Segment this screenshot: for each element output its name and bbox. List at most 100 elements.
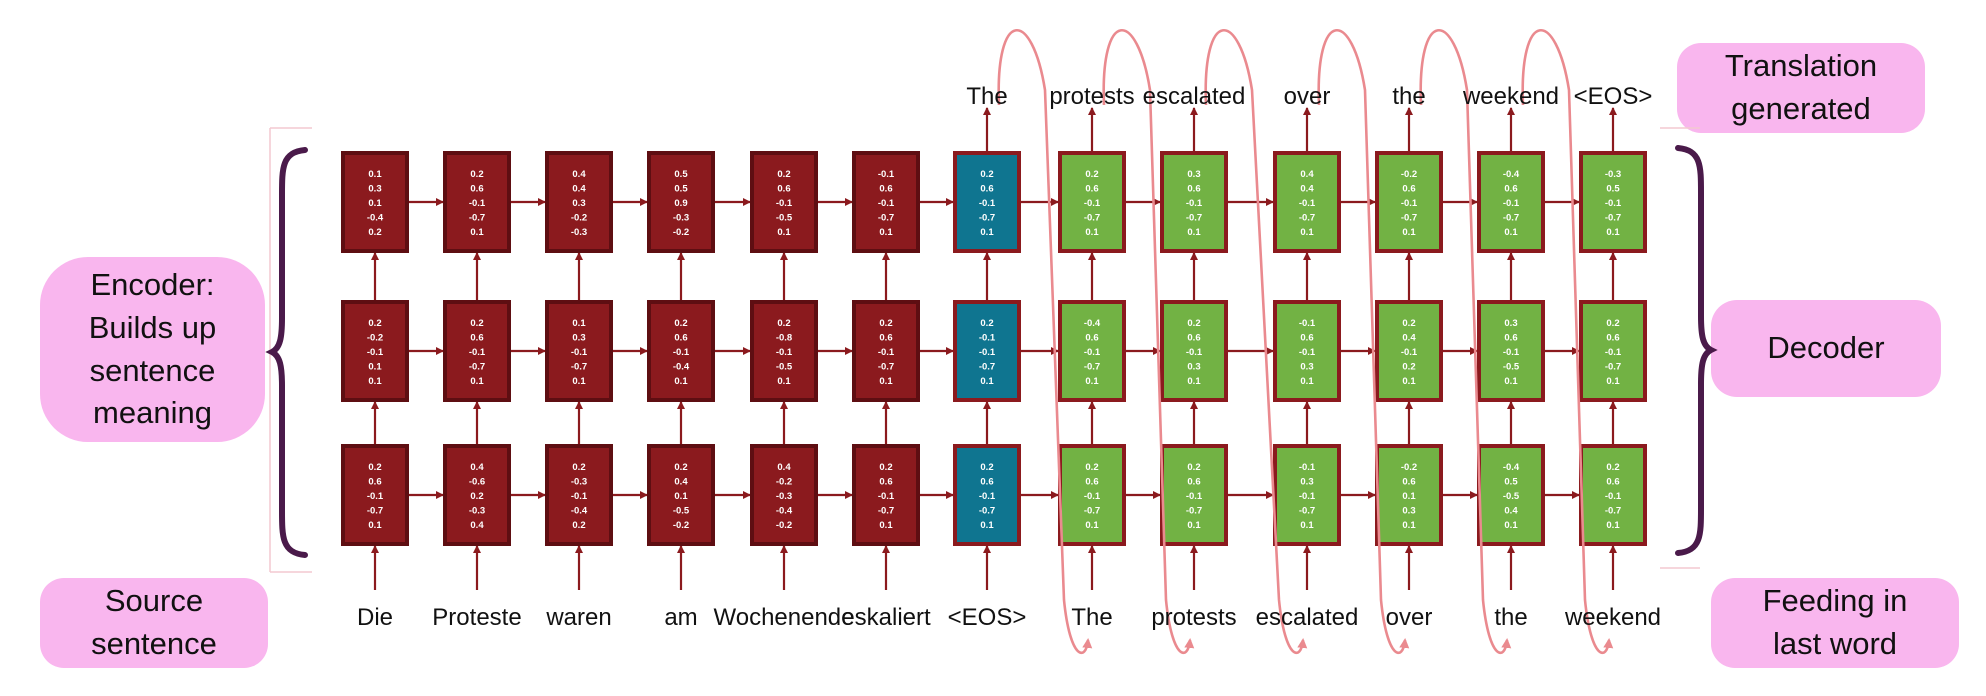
cell-value: 0.6 xyxy=(674,333,687,344)
encoder-cell: -0.10.6-0.1-0.70.1 xyxy=(852,151,920,253)
feedback-loops xyxy=(997,29,1614,655)
cell-value: 0.3 xyxy=(1300,477,1313,488)
output-word: the xyxy=(1392,83,1425,110)
cell-value: 0.1 xyxy=(879,227,893,238)
source-word: over xyxy=(1386,604,1433,631)
decoder-cell: -0.30.5-0.1-0.70.1 xyxy=(1579,151,1647,253)
cell-value: 0.6 xyxy=(1402,477,1415,488)
cell-value: 0.6 xyxy=(1606,333,1619,344)
cell-value: 0.2 xyxy=(980,318,993,329)
cell-box xyxy=(1477,300,1545,402)
cell-box xyxy=(1160,151,1228,253)
cell-value: -0.1 xyxy=(878,491,895,502)
cell-value: -0.1 xyxy=(1299,491,1316,502)
cell-box xyxy=(545,151,613,253)
cell-value: 0.5 xyxy=(674,169,688,180)
cell-box xyxy=(1273,300,1341,402)
cell-value: 0.1 xyxy=(1504,227,1518,238)
source-word: <EOS> xyxy=(948,604,1027,631)
cell-value: 0.2 xyxy=(1187,318,1200,329)
cell-value: -0.7 xyxy=(1503,213,1519,224)
cell-value: -0.7 xyxy=(469,213,485,224)
encoder-cell: 0.20.40.1-0.5-0.2 xyxy=(647,444,715,546)
cell-box xyxy=(341,151,409,253)
cell-value: 0.1 xyxy=(368,520,382,531)
cell-value: -0.7 xyxy=(571,362,587,373)
cell-value: -0.2 xyxy=(776,520,792,531)
cell-value: -0.6 xyxy=(469,477,485,488)
cell-value: -0.7 xyxy=(878,213,894,224)
cell-value: 0.1 xyxy=(1085,376,1099,387)
decoder-label: Decoder xyxy=(1711,300,1941,397)
cell-value: 0.5 xyxy=(1606,184,1620,195)
source-word: the xyxy=(1494,604,1527,631)
cell-value: 0.2 xyxy=(879,318,892,329)
cell-value: 0.1 xyxy=(1402,491,1416,502)
cell-value: -0.1 xyxy=(878,169,895,180)
encoder-cell: 0.20.6-0.1-0.50.1 xyxy=(750,151,818,253)
encoder-label: Encoder: Builds up sentence meaning xyxy=(40,257,265,442)
eos-cell: 0.2-0.1-0.1-0.70.1 xyxy=(953,300,1021,402)
cell-value: 0.6 xyxy=(470,333,483,344)
cell-value: 0.1 xyxy=(1402,520,1416,531)
source-word: escalated xyxy=(1256,604,1359,631)
cell-box xyxy=(545,300,613,402)
cell-value: -0.7 xyxy=(1605,362,1621,373)
cell-value: 0.1 xyxy=(572,318,586,329)
cell-value: -0.7 xyxy=(1084,213,1100,224)
cell-value: -0.1 xyxy=(1186,198,1203,209)
decoder-cell: -0.20.60.10.30.1 xyxy=(1375,444,1443,546)
cell-value: 0.2 xyxy=(1402,362,1415,373)
cell-value: -0.1 xyxy=(1084,491,1101,502)
eos-cell: 0.20.6-0.1-0.70.1 xyxy=(953,444,1021,546)
cell-box xyxy=(647,444,715,546)
decoder-cell: 0.20.6-0.1-0.70.1 xyxy=(1579,300,1647,402)
cell-value: 0.2 xyxy=(1606,318,1619,329)
cell-box xyxy=(1579,151,1647,253)
source-word: weekend xyxy=(1564,604,1661,631)
cell-value: 0.1 xyxy=(368,376,382,387)
cell-value: 0.1 xyxy=(1504,376,1518,387)
cell-value: 0.1 xyxy=(1300,227,1314,238)
cell-value: 0.1 xyxy=(1300,520,1314,531)
cell-value: -0.7 xyxy=(1605,213,1621,224)
cell-value: -0.1 xyxy=(776,198,793,209)
cell-value: -0.4 xyxy=(1503,462,1520,473)
cell-value: -0.1 xyxy=(469,198,486,209)
cell-value: 0.2 xyxy=(368,318,381,329)
cell-value: -0.1 xyxy=(1186,347,1203,358)
cell-value: 0.3 xyxy=(1504,318,1517,329)
cell-value: -0.7 xyxy=(878,362,894,373)
cell-value: -0.2 xyxy=(673,227,689,238)
source-word: am xyxy=(664,604,697,631)
cell-box xyxy=(443,151,511,253)
cell-value: -0.3 xyxy=(571,227,587,238)
output-word: over xyxy=(1284,83,1331,110)
encoder-brace xyxy=(265,147,308,558)
feedback-loop-arrow xyxy=(1102,29,1195,655)
source-word: protests xyxy=(1151,604,1236,631)
cell-value: 0.2 xyxy=(572,520,585,531)
decoder-cell: 0.20.4-0.10.20.1 xyxy=(1375,300,1443,402)
decoder-cell: -0.10.3-0.1-0.70.1 xyxy=(1273,444,1341,546)
cell-box xyxy=(1273,151,1341,253)
cell-value: 0.1 xyxy=(1187,520,1201,531)
cell-value: 0.2 xyxy=(470,169,483,180)
cell-value: -0.8 xyxy=(776,333,792,344)
cell-value: -0.1 xyxy=(979,333,996,344)
encoder-cell: 0.20.6-0.1-0.70.1 xyxy=(341,444,409,546)
cell-box xyxy=(1579,300,1647,402)
cell-value: 0.6 xyxy=(470,184,483,195)
cell-value: -0.4 xyxy=(776,506,793,517)
cell-value: 0.9 xyxy=(674,198,687,209)
cell-value: -0.7 xyxy=(979,362,995,373)
cell-value: -0.7 xyxy=(1299,506,1315,517)
decoder-cell: 0.20.6-0.10.30.1 xyxy=(1160,300,1228,402)
cell-value: 0.4 xyxy=(572,169,586,180)
decoder-cell: -0.40.6-0.1-0.70.1 xyxy=(1477,151,1545,253)
cell-box xyxy=(1375,300,1443,402)
translation-generated-label: Translation generated xyxy=(1677,43,1925,133)
cell-value: -0.1 xyxy=(571,347,588,358)
cell-value: 0.1 xyxy=(1402,376,1416,387)
